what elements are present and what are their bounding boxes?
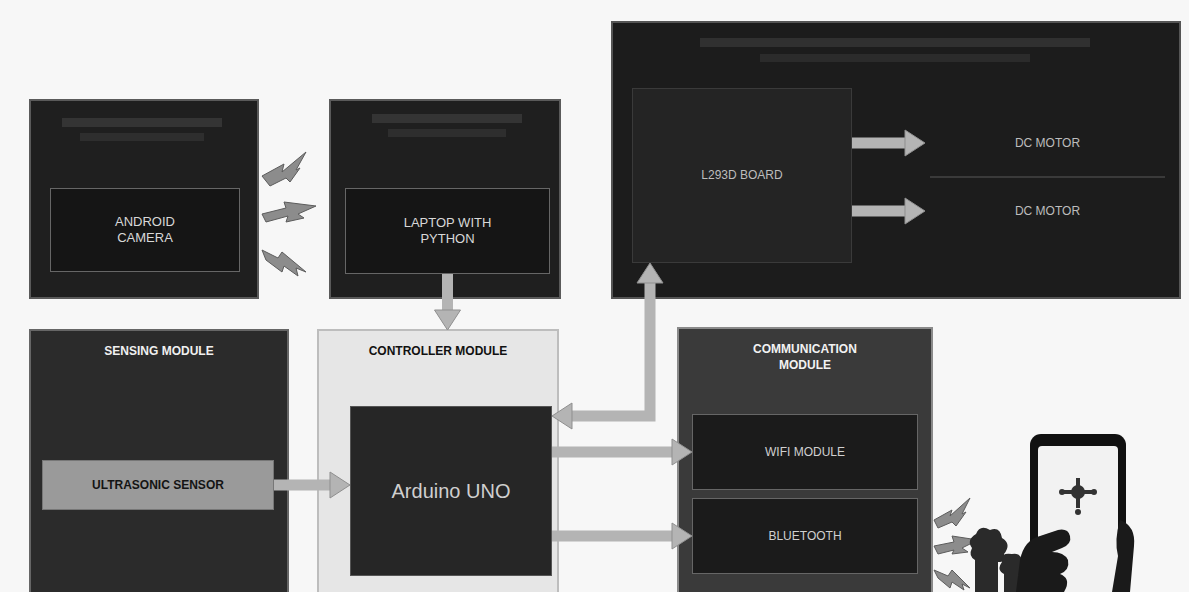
module-group: SENSING MODULE ULTRASONIC SENSOR xyxy=(30,330,288,592)
connector-line xyxy=(442,274,453,310)
wireless-symbol xyxy=(262,152,316,276)
box-label: DC MOTOR xyxy=(1015,136,1080,150)
connector-arrow xyxy=(852,130,925,156)
motor-box: DC MOTOR xyxy=(925,112,1170,174)
connector-line xyxy=(852,206,905,217)
arrow-head xyxy=(672,439,692,465)
connector-line xyxy=(552,447,672,458)
connector-line xyxy=(572,283,650,416)
module-group: CONTROLLER MODULE Arduino UNO xyxy=(318,330,558,592)
phone-illustration xyxy=(1016,434,1134,592)
blurred-heading xyxy=(388,129,506,137)
wifi-box: WIFI MODULE xyxy=(692,414,918,490)
sensing-panel xyxy=(30,330,288,592)
processing-panel xyxy=(330,100,560,298)
connector-line xyxy=(852,138,905,149)
camera-box: ANDROID CAMERA xyxy=(50,188,240,272)
connector-line xyxy=(274,480,330,491)
bluetooth-box: BLUETOOTH xyxy=(692,498,918,574)
blurred-heading xyxy=(62,118,222,127)
connector-line xyxy=(552,531,672,542)
box-label: ANDROID CAMERA xyxy=(95,214,195,245)
connector-arrow xyxy=(552,523,692,549)
camera-panel xyxy=(30,100,258,298)
tree-silhouette xyxy=(970,528,1025,592)
arrow-head xyxy=(637,263,663,283)
blurred-heading xyxy=(760,54,1030,62)
driver-board-box: L293D BOARD xyxy=(632,88,852,263)
box-label: Arduino UNO xyxy=(392,479,511,503)
driver-panel xyxy=(612,22,1180,298)
blurred-heading xyxy=(372,114,522,123)
controller-panel xyxy=(318,330,558,592)
sensor-box: ULTRASONIC SENSOR xyxy=(42,460,274,510)
box-label: LAPTOP WITH PYTHON xyxy=(388,215,508,246)
module-title: COMMUNICATION MODULE xyxy=(730,342,880,373)
connector-arrow xyxy=(552,439,692,465)
motor-box: DC MOTOR xyxy=(925,180,1170,242)
connector-arrow xyxy=(852,198,925,224)
module-group: COMMUNICATION MODULE WIFI MODULE BLUETOOTH xyxy=(678,328,932,592)
arrow-head xyxy=(330,472,350,498)
connector-arrow xyxy=(435,274,461,330)
box-label: WIFI MODULE xyxy=(765,445,845,459)
arrow-head xyxy=(672,523,692,549)
connector-arrow xyxy=(274,472,350,498)
box-label: BLUETOOTH xyxy=(768,529,841,543)
connector-arrow xyxy=(552,263,663,429)
box-label: ULTRASONIC SENSOR xyxy=(92,478,224,492)
box-label: DC MOTOR xyxy=(1015,204,1080,218)
arrow-head xyxy=(905,198,925,224)
laptop-box: LAPTOP WITH PYTHON xyxy=(345,188,550,274)
communication-panel xyxy=(678,328,932,592)
module-title: CONTROLLER MODULE xyxy=(328,344,548,360)
box-label: L293D BOARD xyxy=(701,168,782,182)
module-title: SENSING MODULE xyxy=(49,344,269,360)
blurred-heading xyxy=(80,133,204,141)
separator-line xyxy=(930,176,1165,178)
controller-box: Arduino UNO xyxy=(350,406,552,576)
arrow-head xyxy=(905,130,925,156)
arrow-head xyxy=(435,310,461,330)
blurred-heading xyxy=(700,38,1090,47)
arrow-head xyxy=(552,403,572,429)
